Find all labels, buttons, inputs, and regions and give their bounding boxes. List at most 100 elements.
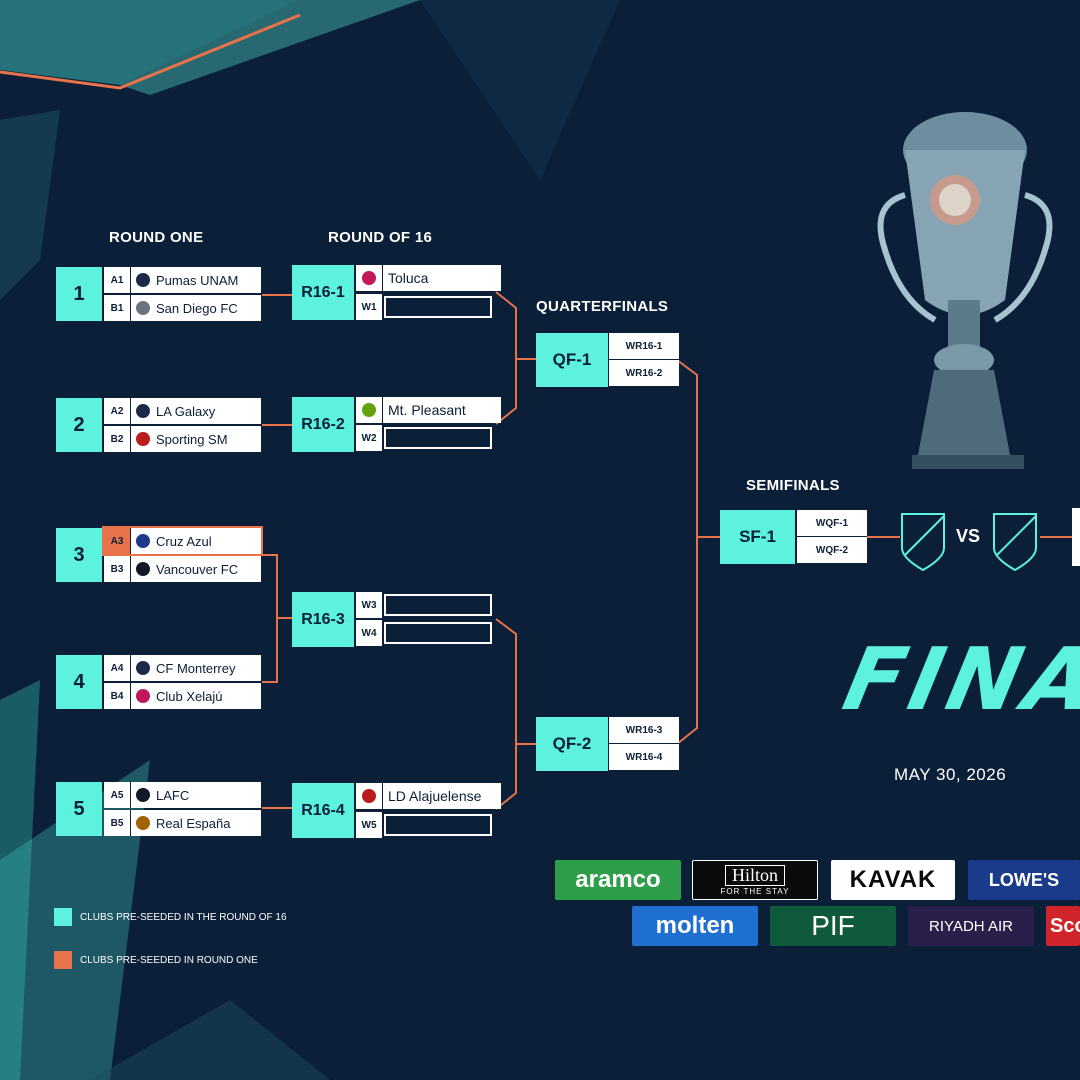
team-name: Mt. Pleasant xyxy=(383,397,501,423)
team-logo-icon xyxy=(136,534,150,548)
empty-slot xyxy=(384,622,492,644)
team-code: A1 xyxy=(104,267,131,293)
team-logo-icon xyxy=(136,432,150,446)
trophy-icon xyxy=(877,112,1053,469)
slot-code: W3 xyxy=(356,592,383,618)
team-name: LAFC xyxy=(156,787,190,803)
heading-round-one: ROUND ONE xyxy=(109,229,204,246)
legend-label: CLUBS PRE-SEEDED IN ROUND ONE xyxy=(80,955,258,966)
team-name: Pumas UNAM xyxy=(156,272,239,288)
winner-slot[interactable]: WQF-1 xyxy=(815,517,849,529)
team-row[interactable]: B1 San Diego FC xyxy=(104,295,261,321)
slot-code: W4 xyxy=(356,620,383,646)
team-row[interactable]: A5 LAFC xyxy=(104,782,261,808)
match-label: R16-4 xyxy=(292,783,354,838)
winner-slot[interactable]: WR16-3 xyxy=(625,724,663,736)
team-logo-icon xyxy=(136,816,150,830)
team-logo-icon xyxy=(136,404,150,418)
empty-slot xyxy=(384,814,492,836)
seed-number: 5 xyxy=(56,782,102,836)
seed-number: 1 xyxy=(56,267,102,321)
winner-slot[interactable]: W3 xyxy=(356,592,492,618)
sponsor-logo-pif: PIF xyxy=(770,906,896,946)
heading-quarterfinals: QUARTERFINALS xyxy=(536,298,669,315)
vs-label: VS xyxy=(956,526,981,546)
winner-slot[interactable]: WR16-4 xyxy=(609,743,679,770)
team-name: Toluca xyxy=(383,265,501,291)
team-name: Vancouver FC xyxy=(156,561,239,577)
team-code: A2 xyxy=(104,398,131,424)
team-code: A4 xyxy=(104,655,131,681)
sponsor-logo-molten: molten xyxy=(632,906,758,946)
sponsor-tagline: FOR THE STAY xyxy=(720,886,790,896)
team-name: CF Monterrey xyxy=(156,660,236,676)
team-code: B3 xyxy=(104,556,131,582)
seed-number: 4 xyxy=(56,655,102,709)
sponsor-logo-kavak: KAVAK xyxy=(831,860,955,900)
empty-slot xyxy=(384,296,492,318)
team-logo-icon xyxy=(136,301,150,315)
empty-slot xyxy=(384,427,492,449)
slot-code: W1 xyxy=(356,294,383,320)
team-name: Cruz Azul xyxy=(156,533,212,549)
match-label: R16-1 xyxy=(292,265,354,320)
winner-slot[interactable]: WR16-1 xyxy=(625,340,663,352)
sponsor-logo-riyadh-air: RIYADH AIR xyxy=(908,906,1034,946)
winner-slot[interactable]: W2 xyxy=(356,425,492,451)
team-row[interactable]: A2 LA Galaxy xyxy=(104,398,261,424)
winner-slot[interactable]: W1 xyxy=(356,294,492,320)
team-row[interactable]: B3 Vancouver FC xyxy=(104,556,261,582)
final-title-clip: FINAL xyxy=(840,630,1080,740)
team-row[interactable]: Mt. Pleasant xyxy=(356,397,501,423)
team-name: LD Alajuelense xyxy=(383,783,501,809)
team-row[interactable]: A4 CF Monterrey xyxy=(104,655,261,681)
sponsor-logo-hilton: Hilton FOR THE STAY xyxy=(692,860,818,900)
team-row-highlighted[interactable]: A3 Cruz Azul xyxy=(102,526,263,556)
team-name: San Diego FC xyxy=(156,300,238,316)
legend-label: CLUBS PRE-SEEDED IN THE ROUND OF 16 xyxy=(80,912,287,923)
winner-list: WR16-3 WR16-4 xyxy=(609,717,679,770)
winner-slot[interactable]: W4 xyxy=(356,620,492,646)
team-row[interactable]: B2 Sporting SM xyxy=(104,426,261,452)
team-logo-icon xyxy=(136,273,150,287)
sponsor-name: Hilton xyxy=(724,864,785,886)
empty-slot xyxy=(384,594,492,616)
winner-slot[interactable]: WR16-2 xyxy=(609,359,679,386)
team-code: B4 xyxy=(104,683,131,709)
team-name: LA Galaxy xyxy=(156,403,216,419)
team-logo-icon xyxy=(356,265,383,291)
seed-number: 2 xyxy=(56,398,102,452)
legend-swatch-round-one xyxy=(54,951,72,969)
team-logo-icon xyxy=(136,788,150,802)
match-label: R16-3 xyxy=(292,592,354,647)
final-slot xyxy=(1072,508,1080,566)
slot-code: W2 xyxy=(356,425,383,451)
seed-number: 3 xyxy=(56,528,102,582)
team-code: B2 xyxy=(104,426,131,452)
team-code: B1 xyxy=(104,295,131,321)
match-label: SF-1 xyxy=(720,510,795,564)
winner-list: WQF-1 WQF-2 xyxy=(797,510,867,563)
match-label: QF-2 xyxy=(536,717,608,771)
heading-semifinals: SEMIFINALS xyxy=(746,477,840,494)
winner-slot[interactable]: WQF-2 xyxy=(797,536,867,563)
final-date: MAY 30, 2026 xyxy=(894,765,1007,784)
winner-slot[interactable]: W5 xyxy=(356,812,492,838)
team-row[interactable]: B4 Club Xelajú xyxy=(104,683,261,709)
team-logo-icon xyxy=(136,689,150,703)
team-code: A3 xyxy=(104,528,131,554)
team-row[interactable]: Toluca xyxy=(356,265,501,291)
team-row[interactable]: A1 Pumas UNAM xyxy=(104,267,261,293)
sponsor-logo-partial: Sco xyxy=(1046,906,1080,946)
shield-icon xyxy=(901,513,945,572)
team-logo-icon xyxy=(136,661,150,675)
team-row[interactable]: B5 Real España xyxy=(104,810,261,836)
heading-round-of-16: ROUND OF 16 xyxy=(328,229,433,246)
sponsor-logo-aramco: aramco xyxy=(555,860,681,900)
team-name: Club Xelajú xyxy=(156,688,223,704)
team-row[interactable]: LD Alajuelense xyxy=(356,783,501,809)
final-title: FINAL xyxy=(840,630,1080,730)
winner-list: WR16-1 WR16-2 xyxy=(609,333,679,386)
